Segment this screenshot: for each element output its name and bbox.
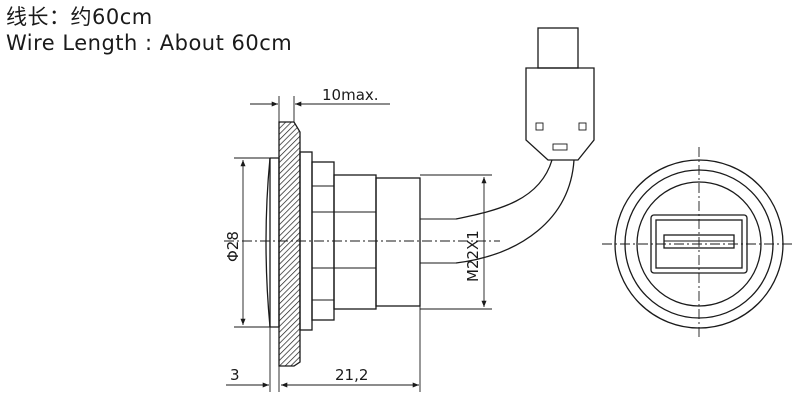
front-cap-body <box>270 157 280 328</box>
thread-label: M22X1 <box>464 230 482 282</box>
usb-plug-tip <box>537 27 579 69</box>
front-outer-circle <box>614 159 784 329</box>
front-cap-curve <box>265 157 271 328</box>
bottom-left-label: 3 <box>230 366 240 384</box>
rear-body <box>375 177 421 307</box>
cable-and-plug <box>455 27 595 264</box>
usb-receptacle-inner <box>655 219 743 269</box>
front-inner-circle <box>636 181 762 307</box>
usb-plug-hole-right <box>578 122 587 131</box>
flange-max-label: 10max. <box>322 86 379 104</box>
usb-plug-body <box>525 67 595 161</box>
title-block: 线长：约60cm Wire Length : About 60cm <box>6 4 292 56</box>
usb-plug-hole-left <box>535 122 544 131</box>
front-middle-circle <box>624 169 774 319</box>
usb-receptacle-outer <box>650 214 748 274</box>
bottom-right-label: 21,2 <box>335 366 368 384</box>
cable-lower <box>455 159 575 264</box>
wire-length-cn: 线长：约60cm <box>6 5 153 29</box>
usb-receptacle-tongue <box>663 234 735 249</box>
cable-upper <box>455 159 553 220</box>
wire-length-en: Wire Length : About 60cm <box>6 31 293 55</box>
usb-plug-hole-bottom <box>552 143 568 151</box>
side-view: Φ28 M22X1 10max. 3 21,2 <box>224 86 500 392</box>
front-view <box>602 147 792 340</box>
thread-body <box>333 174 377 310</box>
flange-hatched <box>278 121 301 367</box>
diameter-label: Φ28 <box>224 231 242 262</box>
